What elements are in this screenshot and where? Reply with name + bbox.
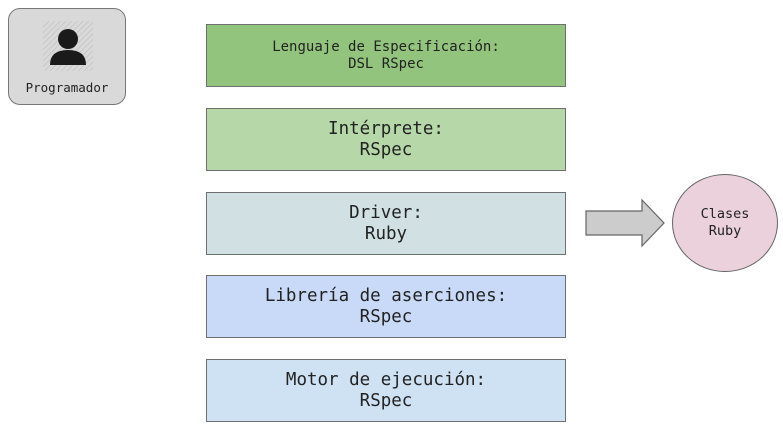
ruby-classes-node: Clases Ruby <box>672 174 778 272</box>
layer-value: Ruby <box>364 223 408 244</box>
right-arrow-icon <box>585 198 665 248</box>
user-silhouette-icon <box>43 21 93 71</box>
layer-value: RSpec <box>359 390 413 411</box>
layer-driver: Driver: Ruby <box>206 192 566 255</box>
node-line-2: Ruby <box>708 223 742 239</box>
layer-value: RSpec <box>359 139 413 160</box>
layer-title: Lenguaje de Especificación: <box>272 38 500 55</box>
node-line-1: Clases <box>700 206 750 223</box>
layer-execution-engine: Motor de ejecución: RSpec <box>206 359 566 422</box>
layer-interpreter: Intérprete: RSpec <box>206 108 566 171</box>
layer-title: Librería de aserciones: <box>264 285 508 306</box>
programmer-actor: Programador <box>8 8 126 105</box>
layer-value: RSpec <box>359 306 413 327</box>
layer-title: Motor de ejecución: <box>285 369 487 390</box>
actor-label: Programador <box>25 80 109 95</box>
layer-specification-language: Lenguaje de Especificación: DSL RSpec <box>206 24 566 87</box>
layer-title: Intérprete: <box>328 118 444 139</box>
layer-assertion-library: Librería de aserciones: RSpec <box>206 275 566 338</box>
layer-title: Driver: <box>349 202 423 223</box>
layer-value: DSL RSpec <box>348 55 424 72</box>
